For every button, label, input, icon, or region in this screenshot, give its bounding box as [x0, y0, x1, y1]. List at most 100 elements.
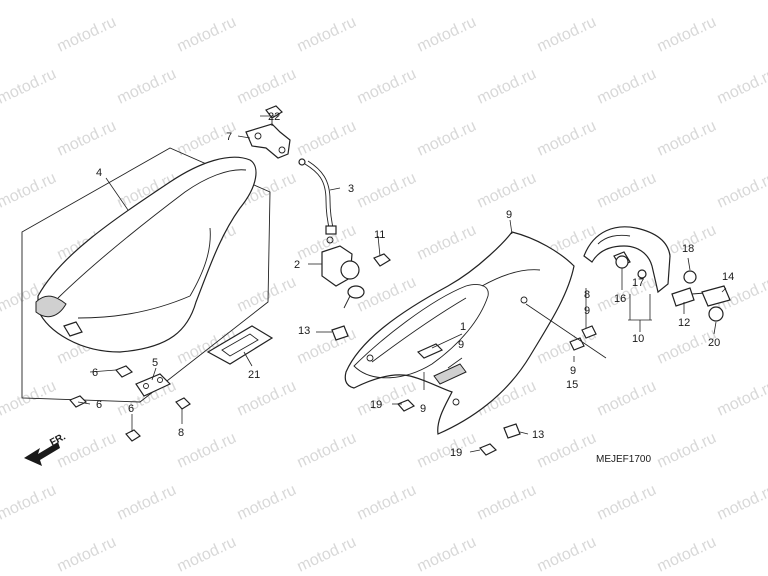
watermark-text: motod.ru	[715, 482, 768, 524]
watermark-text: motod.ru	[535, 14, 599, 56]
callout-17: 17	[632, 277, 644, 289]
leader-lines	[77, 115, 727, 453]
watermark-text: motod.ru	[655, 430, 719, 472]
callout-15: 15	[566, 379, 578, 391]
watermark-text: motod.ru	[475, 66, 539, 108]
watermark-text: motod.ru	[295, 534, 359, 576]
watermark-text: motod.ru	[355, 0, 419, 4]
cowl-fasteners	[331, 325, 597, 456]
watermark-text: motod.ru	[475, 170, 539, 212]
watermark-text: motod.ru	[235, 0, 299, 4]
callout-5: 5	[152, 357, 158, 369]
watermark-text: motod.ru	[415, 534, 479, 576]
watermark-text: motod.ru	[115, 482, 179, 524]
diagram-code: MEJEF1700	[596, 454, 651, 465]
callout-7: 7	[226, 131, 232, 143]
watermark-text: motod.ru	[655, 14, 719, 56]
callout-3: 3	[348, 183, 354, 195]
callout-11: 11	[374, 229, 385, 241]
callout-6-bottom: 6	[128, 403, 134, 415]
rear-cowl-part	[344, 231, 575, 435]
callout-19-left: 19	[370, 399, 382, 411]
fasteners-seat-area	[68, 365, 191, 442]
watermark-text: motod.ru	[595, 482, 659, 524]
watermark-text: motod.ru	[475, 0, 539, 4]
callout-18: 18	[682, 243, 694, 255]
watermark-text: motod.ru	[55, 534, 119, 576]
watermark-text: motod.ru	[355, 482, 419, 524]
watermark-text: motod.ru	[415, 14, 479, 56]
callout-8-cowl: 8	[584, 289, 590, 301]
callout-6-top: 6	[92, 367, 98, 379]
watermark-text: motod.ru	[595, 66, 659, 108]
callout-21: 21	[248, 369, 260, 381]
watermark-text: motod.ru	[55, 14, 119, 56]
callout-10: 10	[632, 333, 644, 345]
callout-9-right-upper: 9	[584, 305, 590, 317]
watermark-text: motod.ru	[595, 170, 659, 212]
watermark-text: motod.ru	[415, 222, 479, 264]
watermark-text: motod.ru	[175, 430, 239, 472]
watermark-text: motod.ru	[0, 170, 59, 212]
watermark-text: motod.ru	[235, 482, 299, 524]
watermark-text: motod.ru	[295, 430, 359, 472]
watermark-text: motod.ru	[415, 430, 479, 472]
watermark-text: motod.ru	[295, 118, 359, 160]
watermark-text: motod.ru	[0, 482, 59, 524]
seat-hook-part	[206, 325, 274, 365]
grab-rail-fasteners	[637, 269, 731, 322]
callout-16: 16	[614, 293, 626, 305]
watermark-text: motod.ru	[715, 66, 768, 108]
cowl-emblem-parts	[416, 343, 467, 385]
watermark-text: motod.ru	[175, 14, 239, 56]
grab-rail-part	[583, 226, 671, 294]
seat-lock-part	[321, 236, 391, 309]
watermark-text: motod.ru	[535, 118, 599, 160]
callout-4: 4	[96, 167, 102, 179]
callout-6-left: 6	[96, 399, 102, 411]
callout-2: 2	[294, 259, 300, 271]
watermark-text: motod.ru	[595, 274, 659, 316]
watermark-text: motod.ru	[715, 170, 768, 212]
watermark-text: motod.ru	[655, 118, 719, 160]
watermark-text: motod.ru	[655, 534, 719, 576]
watermark-text: motod.ru	[115, 66, 179, 108]
callout-9-bottom: 9	[420, 403, 426, 415]
callout-20: 20	[708, 337, 720, 349]
callout-14: 14	[722, 271, 734, 283]
watermark-text: motod.ru	[475, 482, 539, 524]
callout-9-emblem: 9	[458, 339, 464, 351]
watermark-text: motod.ru	[235, 274, 299, 316]
callout-13-right: 13	[532, 429, 544, 441]
lock-bracket-part	[245, 105, 291, 159]
watermark-text: motod.ru	[715, 0, 768, 4]
watermark-text: motod.ru	[595, 0, 659, 4]
callout-19-bottom: 19	[450, 447, 462, 459]
watermark-text: motod.ru	[715, 378, 768, 420]
seat-lock-cable-part	[298, 158, 337, 235]
callout-1: 1	[460, 321, 466, 333]
watermark-text: motod.ru	[115, 0, 179, 4]
watermark-text: motod.ru	[235, 66, 299, 108]
watermark-text: motod.ru	[355, 170, 419, 212]
watermark-text: motod.ru	[535, 534, 599, 576]
watermark-text: motod.ru	[0, 66, 59, 108]
watermark-text: motod.ru	[235, 378, 299, 420]
callout-9-right-lower: 9	[570, 365, 576, 377]
seat-part	[21, 147, 271, 403]
watermark-text: motod.ru	[175, 534, 239, 576]
watermark-text: motod.ru	[55, 118, 119, 160]
watermark-text: motod.ru	[295, 14, 359, 56]
callout-22: 22	[268, 111, 280, 123]
callout-12: 12	[678, 317, 690, 329]
front-direction-arrow	[24, 442, 60, 466]
watermark-text: motod.ru	[415, 118, 479, 160]
callout-9-cowl: 9	[506, 209, 512, 221]
watermark-text: motod.ru	[595, 378, 659, 420]
callout-8-seat: 8	[178, 427, 184, 439]
watermark-text: motod.ru	[0, 0, 59, 4]
watermark-text: motod.ru	[355, 66, 419, 108]
front-label: FR.	[48, 431, 68, 448]
callout-13-left: 13	[298, 325, 310, 337]
